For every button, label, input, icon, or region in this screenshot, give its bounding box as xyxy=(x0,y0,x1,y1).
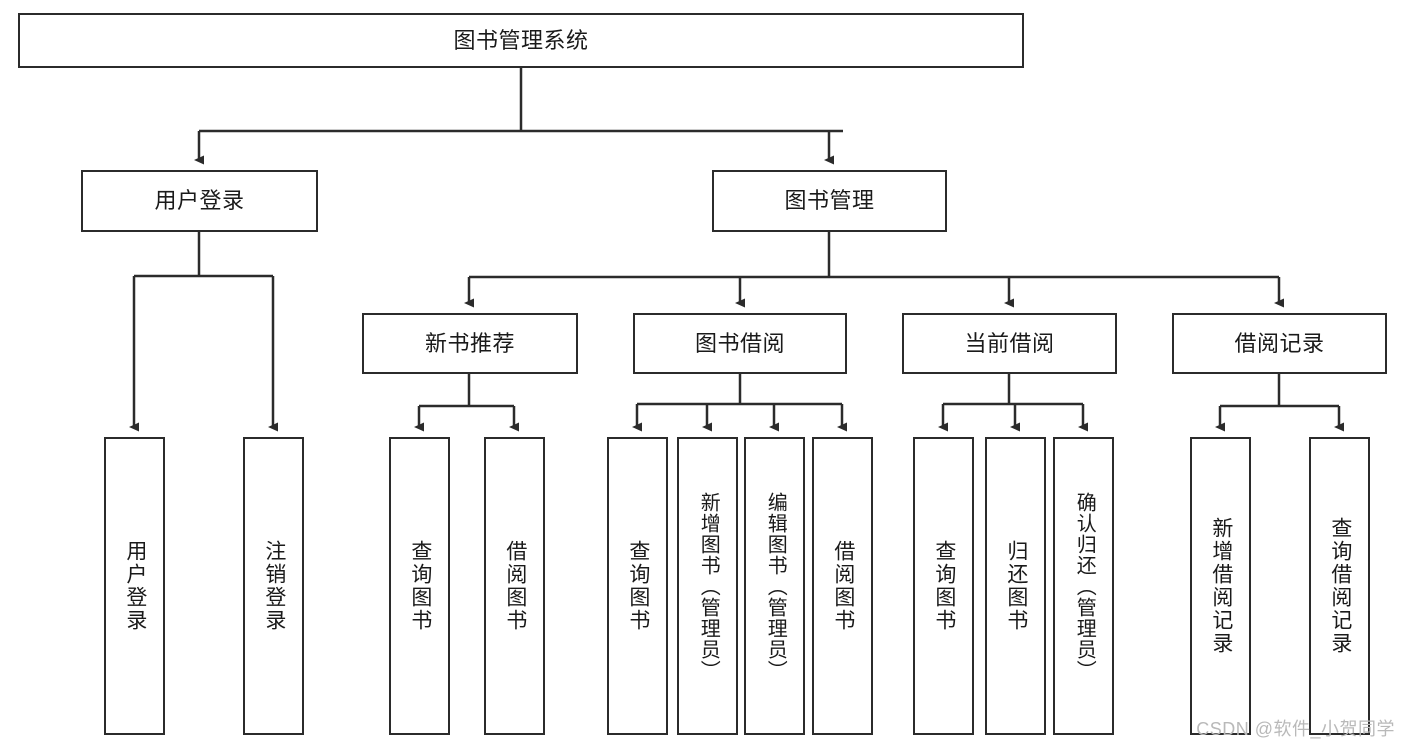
node-borrow-record-label: 借阅记录 xyxy=(1234,330,1325,356)
leaf-user-login[interactable]: 用户登录 xyxy=(104,437,165,735)
leaf-add-book-label: 新增图书（管理员） xyxy=(697,491,720,681)
leaf-borrow-book-2[interactable]: 借阅图书 xyxy=(812,437,873,735)
leaf-query-book-3[interactable]: 查询图书 xyxy=(913,437,974,735)
leaf-borrow-book-1[interactable]: 借阅图书 xyxy=(484,437,545,735)
leaf-user-logout-label: 注销登录 xyxy=(262,540,286,632)
node-root[interactable]: 图书管理系统 xyxy=(18,13,1024,68)
leaf-query-record[interactable]: 查询借阅记录 xyxy=(1309,437,1370,735)
node-book-manage[interactable]: 图书管理 xyxy=(712,170,947,232)
leaf-user-logout[interactable]: 注销登录 xyxy=(243,437,304,735)
watermark-text: CSDN @软件_小贺同学 xyxy=(1196,719,1395,739)
leaf-return-book-label: 归还图书 xyxy=(1004,540,1028,632)
node-borrow-record[interactable]: 借阅记录 xyxy=(1172,313,1387,374)
node-root-label: 图书管理系统 xyxy=(453,27,589,53)
node-book-manage-label: 图书管理 xyxy=(784,188,875,214)
leaf-query-book-1-label: 查询图书 xyxy=(408,540,432,632)
node-current-borrow-label: 当前借阅 xyxy=(964,330,1055,356)
node-new-book-recommend[interactable]: 新书推荐 xyxy=(362,313,578,374)
leaf-add-book[interactable]: 新增图书（管理员） xyxy=(677,437,738,735)
leaf-borrow-book-2-label: 借阅图书 xyxy=(831,540,855,632)
node-user-login-label: 用户登录 xyxy=(154,188,245,214)
node-current-borrow[interactable]: 当前借阅 xyxy=(902,313,1117,374)
node-book-borrow-label: 图书借阅 xyxy=(694,330,785,356)
leaf-query-record-label: 查询借阅记录 xyxy=(1328,517,1352,655)
leaf-confirm-return-label: 确认归还（管理员） xyxy=(1073,491,1096,681)
leaf-confirm-return[interactable]: 确认归还（管理员） xyxy=(1053,437,1114,735)
node-user-login[interactable]: 用户登录 xyxy=(81,170,318,232)
leaf-query-book-2-label: 查询图书 xyxy=(626,540,650,632)
leaf-edit-book[interactable]: 编辑图书（管理员） xyxy=(744,437,805,735)
node-new-book-recommend-label: 新书推荐 xyxy=(424,330,515,356)
leaf-add-record[interactable]: 新增借阅记录 xyxy=(1190,437,1251,735)
leaf-query-book-1[interactable]: 查询图书 xyxy=(389,437,450,735)
leaf-query-book-2[interactable]: 查询图书 xyxy=(607,437,668,735)
leaf-query-book-3-label: 查询图书 xyxy=(932,540,956,632)
leaf-return-book[interactable]: 归还图书 xyxy=(985,437,1046,735)
leaf-user-login-label: 用户登录 xyxy=(123,540,147,632)
leaf-edit-book-label: 编辑图书（管理员） xyxy=(764,491,787,681)
node-book-borrow[interactable]: 图书借阅 xyxy=(633,313,847,374)
leaf-borrow-book-1-label: 借阅图书 xyxy=(503,540,527,632)
leaf-add-record-label: 新增借阅记录 xyxy=(1209,517,1233,655)
